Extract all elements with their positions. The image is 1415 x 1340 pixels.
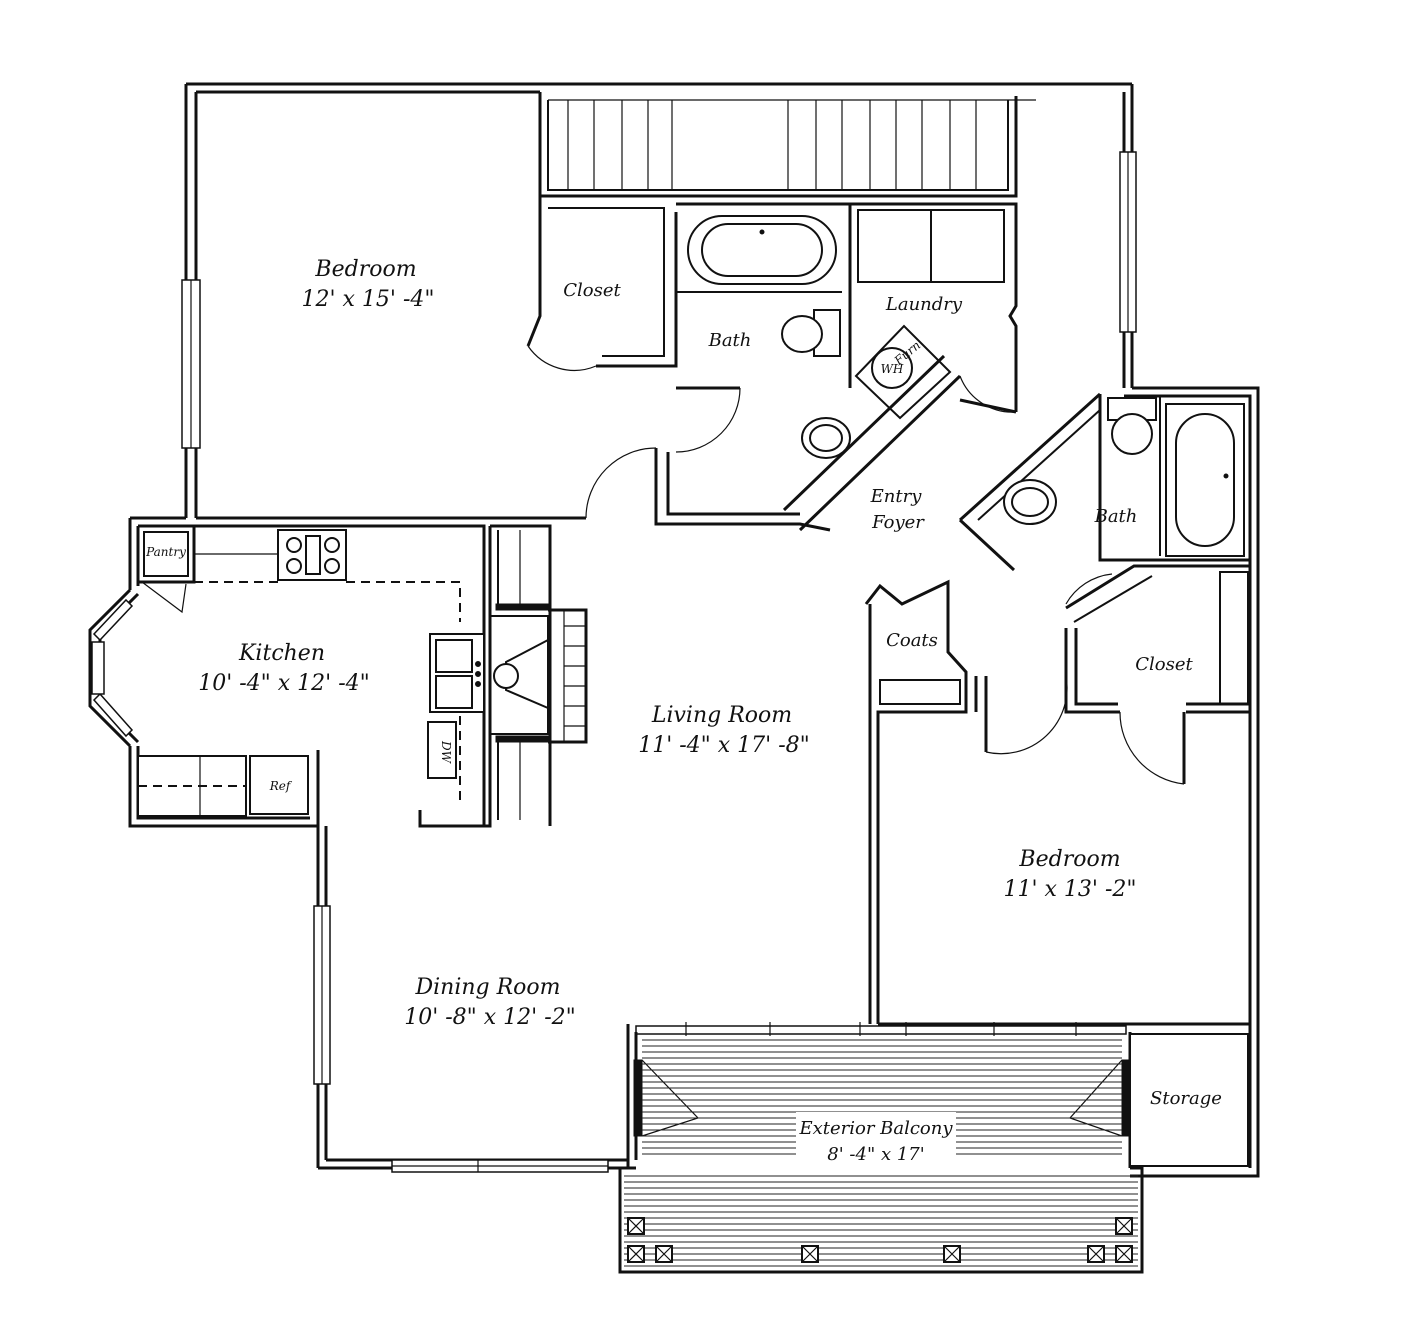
balcony-name: Exterior Balcony [798,1118,953,1139]
balcony-post-cross [627,1245,645,1263]
balcony-post-cross [801,1245,819,1263]
balcony-post-cross [627,1217,645,1235]
stairs [538,92,1036,198]
bedroom1-dims: 12' x 15' -4" [301,287,434,312]
dw-label: DW [439,740,453,765]
bath2-name: Bath [1094,506,1138,527]
kitchen-dims: 10' -4" x 12' -4" [198,671,370,696]
pantry-label: Pantry [145,545,186,559]
balcony-post-cross [943,1245,961,1263]
storage-label: Storage [1150,1088,1222,1109]
balcony-post-cross [655,1245,673,1263]
room-labels: Bedroom 12' x 15' -4" Closet Bath Laundr… [145,257,1222,1172]
balcony-post-cross [1087,1245,1105,1263]
dining-name: Dining Room [414,975,560,1000]
kitchen-cabinets [136,524,486,826]
bath-fixtures [687,215,1245,557]
bedroom2-dims: 11' x 13' -2" [1003,877,1136,902]
doors [141,345,1185,785]
balcony [618,1024,1249,1274]
balcony-post-cross [1115,1245,1133,1263]
exterior-walls [88,82,1260,1178]
ref-label: Ref [269,779,293,793]
entry-label-2: Foyer [871,512,925,533]
kitchen-name: Kitchen [238,641,325,666]
closet2-name: Closet [1135,654,1193,675]
balcony-posts [627,1217,1133,1263]
balcony-dims: 8' -4" x 17' [827,1144,924,1165]
balcony-post-cross [1115,1217,1133,1235]
bedroom1-name: Bedroom [314,257,416,282]
bedroom2-name: Bedroom [1018,847,1120,872]
living-name: Living Room [651,703,792,728]
living-dims: 11' -4" x 17' -8" [638,733,810,758]
dining-dims: 10' -8" x 12' -2" [404,1005,576,1030]
laundry-name: Laundry [885,294,963,315]
windows [91,151,1137,1173]
bath1-name: Bath [708,330,752,351]
entry-label-1: Entry [870,486,923,507]
interior-walls [418,196,1250,1026]
wh-label: WH [881,362,904,376]
coats-label: Coats [886,630,938,651]
closet1-name: Closet [563,280,621,301]
